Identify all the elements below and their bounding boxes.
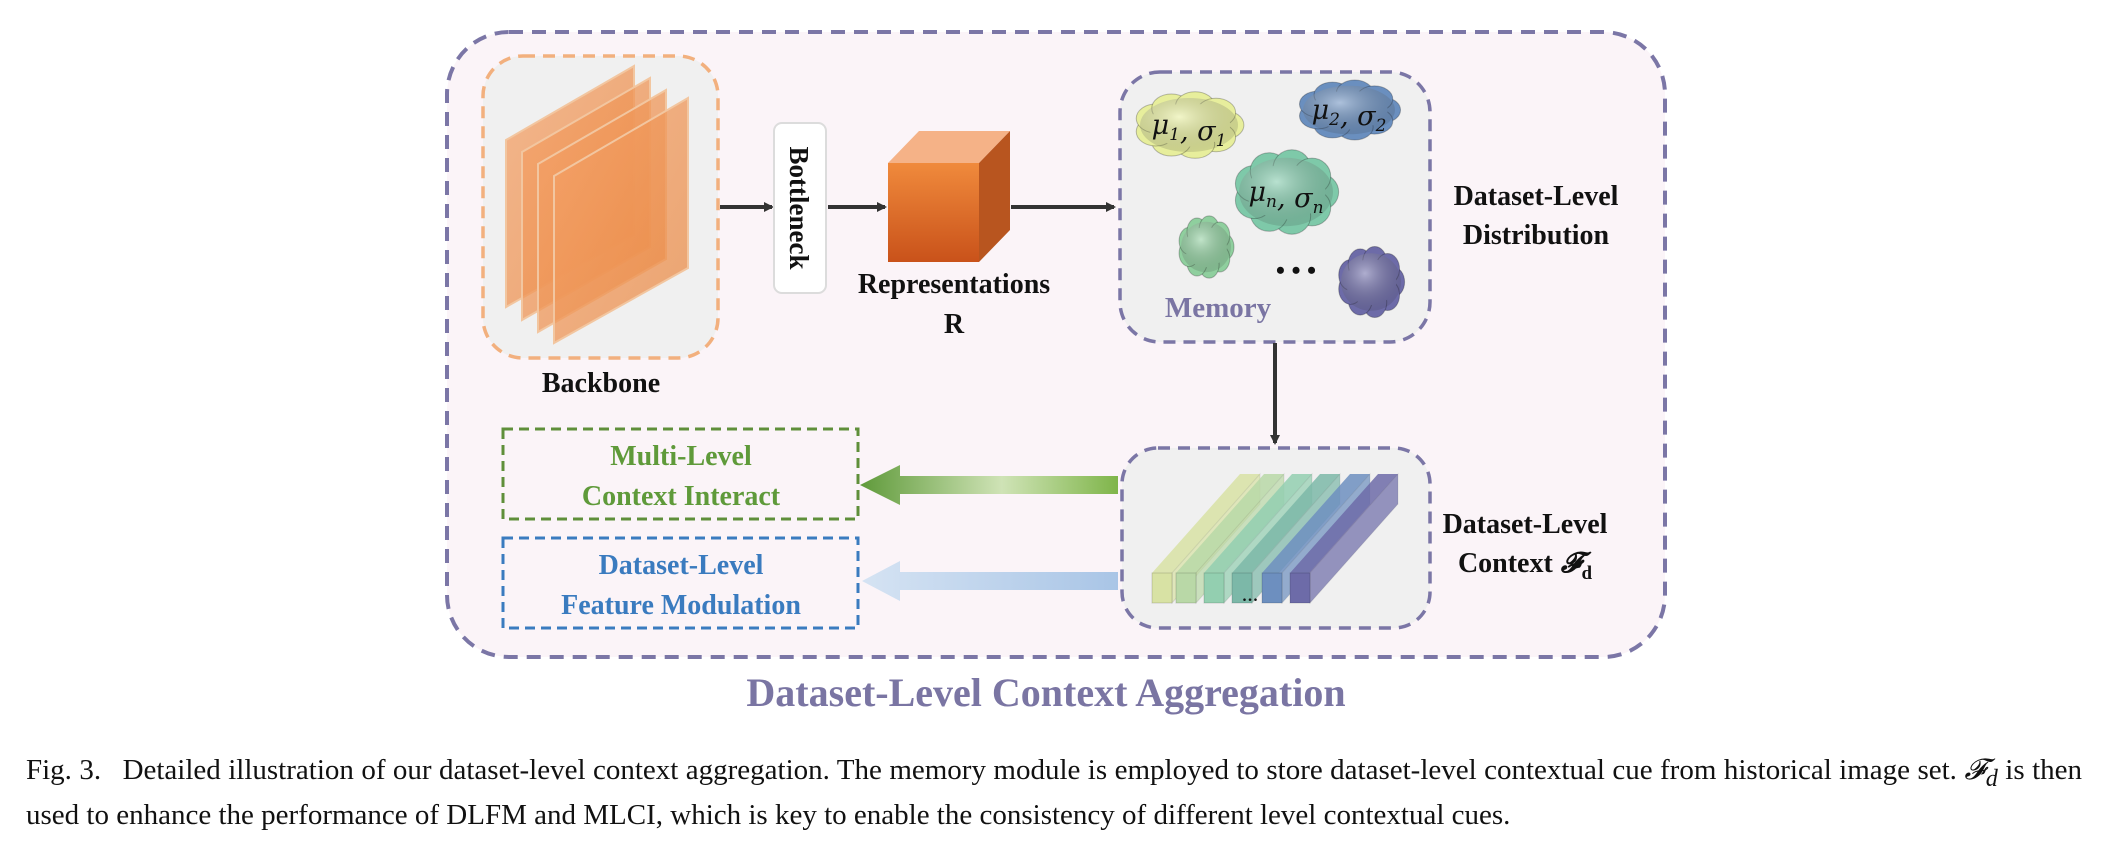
bottleneck-label: Bottleneck: [784, 147, 814, 270]
caption-text-part2: is then used to enhance the performance …: [26, 754, 2083, 831]
cloud-label: μ2, σ2: [1312, 95, 1387, 136]
mlci-label-line2: Context Interact: [582, 481, 781, 512]
mlci-box: [501, 427, 860, 521]
caption-symbol-sub: d: [1985, 764, 1998, 792]
caption-text-part1: Detailed illustration of our dataset-lev…: [122, 754, 1957, 786]
context-bar: [1289, 472, 1399, 605]
distribution-label-line2: Distribution: [1463, 220, 1610, 251]
bottleneck-box: [773, 122, 827, 294]
caption-prefix: Fig. 3.: [26, 754, 102, 786]
figure-title: Dataset-Level Context Aggregation: [746, 670, 1345, 715]
caption-symbol: 𝓕: [1964, 754, 1986, 786]
representations-label: Representations: [858, 269, 1050, 300]
arrow-context-to-mlci: [860, 465, 1118, 505]
context-bars-icon: [1151, 472, 1399, 605]
memory-cloud-icon: μn, σn: [1234, 149, 1340, 235]
dlfm-label-line2: Feature Modulation: [561, 590, 801, 621]
memory-ellipsis: • • •: [1276, 256, 1316, 285]
dlfm-label-line1: Dataset-Level: [599, 550, 764, 581]
cloud-label: μn, σn: [1248, 177, 1323, 218]
backbone-label: Backbone: [542, 368, 660, 399]
backbone-layers-icon: [505, 64, 689, 345]
context-symbol-sub: d: [1581, 563, 1592, 584]
dlfm-box: [501, 536, 860, 630]
figure-caption: Fig. 3. Detailed illustration of our dat…: [26, 752, 2082, 834]
mlci-label-line1: Multi-Level: [610, 441, 752, 472]
memory-clouds: μ1, σ1 μ2, σ2 μn, σn: [1135, 79, 1406, 319]
memory-cloud-icon: [1178, 215, 1235, 279]
representations-cube-icon: [888, 131, 1010, 262]
memory-cloud-icon: [1338, 245, 1406, 319]
context-label-line1: Dataset-Level: [1443, 509, 1608, 540]
context-label-word: Context: [1458, 548, 1554, 579]
distribution-label-line1: Dataset-Level: [1454, 181, 1619, 212]
cloud-label: μ1, σ1: [1152, 110, 1227, 151]
context-bars-ellipsis: ...: [1242, 581, 1259, 606]
memory-cloud-icon: μ1, σ1: [1135, 91, 1245, 159]
arrow-context-to-dlfm: [862, 561, 1118, 601]
representations-symbol: R: [944, 309, 965, 340]
memory-cloud-icon: μ2, σ2: [1298, 79, 1402, 141]
memory-label: Memory: [1165, 292, 1272, 324]
